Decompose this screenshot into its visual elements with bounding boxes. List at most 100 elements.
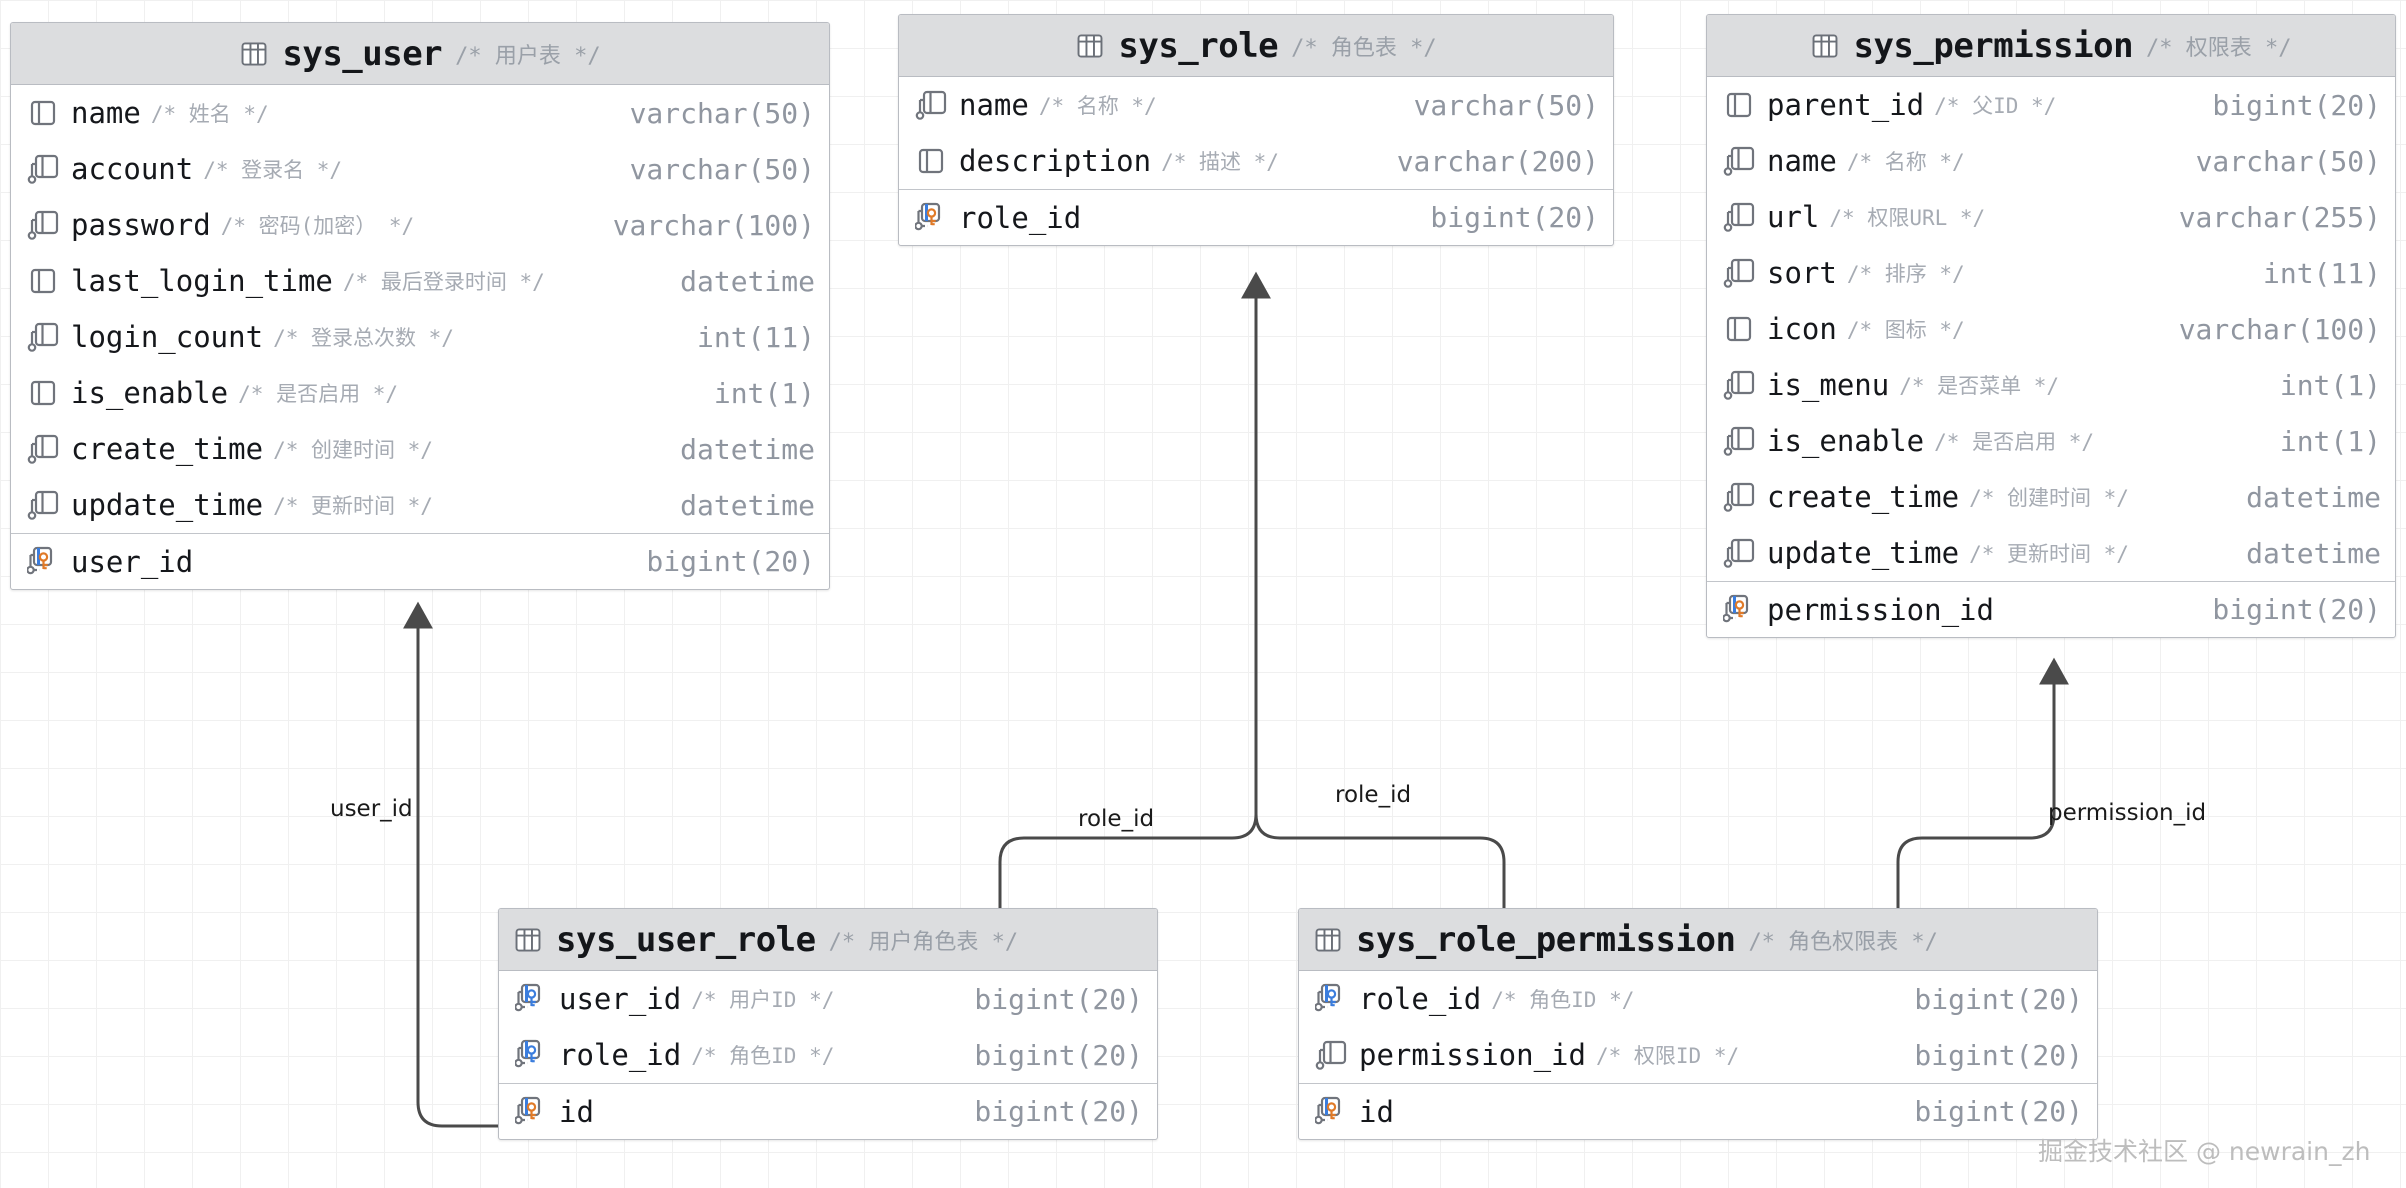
table-sys_role_permission[interactable]: sys_role_permission/* 角色权限表 */role_id/* … — [1298, 908, 2098, 1140]
table-header-sys_role_permission[interactable]: sys_role_permission/* 角色权限表 */ — [1299, 909, 2097, 971]
table-sys_permission[interactable]: sys_permission/* 权限表 */ parent_id /* 父ID *… — [1706, 14, 2396, 638]
foreign-key-icon — [515, 983, 541, 1012]
column-type: bigint(20) — [1914, 1038, 2083, 1072]
edge-label-edge-user-id: user_id — [330, 796, 413, 822]
table-title: sys_role — [1118, 25, 1279, 66]
column-index-icon — [1723, 370, 1755, 400]
column-comment: /* 更新时间 */ — [1969, 542, 2129, 566]
column-name: role_id — [1359, 982, 1482, 1016]
column-list: name/* 名称 */varchar(50)description/* 描述 … — [899, 77, 1613, 245]
column-row-login_count[interactable]: login_count/* 登录总次数 */int(11) — [11, 309, 829, 365]
column-name: is_menu — [1767, 368, 1890, 402]
column-type: bigint(20) — [2212, 88, 2381, 122]
column-icon — [30, 268, 56, 294]
column-row-is_enable[interactable]: is_enable/* 是否启用 */int(1) — [11, 365, 829, 421]
column-comment: /* 角色ID */ — [691, 1044, 835, 1068]
column-type: datetime — [680, 488, 815, 522]
table-header-sys_role[interactable]: sys_role/* 角色表 */ — [899, 15, 1613, 77]
column-row-role_id[interactable]: role_id/* 角色ID */bigint(20) — [499, 1027, 1157, 1083]
column-row-description[interactable]: description/* 描述 */varchar(200) — [899, 133, 1613, 189]
column-index-icon — [1723, 426, 1755, 456]
column-row-password[interactable]: password/* 密码(加密） */varchar(100) — [11, 197, 829, 253]
column-icon — [30, 100, 56, 126]
table-title: sys_user_role — [556, 919, 816, 960]
table-grid-icon — [1315, 927, 1341, 952]
column-row-create_time[interactable]: create_time/* 创建时间 */datetime — [1707, 469, 2395, 525]
column-name: icon — [1767, 312, 1837, 346]
edge-path-role-id-right — [1254, 813, 1506, 908]
column-name: permission_id — [1359, 1038, 1586, 1072]
edge-path-permission-id — [1896, 657, 2069, 908]
column-index-icon — [915, 90, 947, 120]
table-header-sys_permission[interactable]: sys_permission/* 权限表 */ — [1707, 15, 2395, 77]
column-name: id — [559, 1094, 594, 1129]
column-index-icon — [1315, 1040, 1347, 1070]
column-row-permission_id[interactable]: permission_id/* 权限ID */bigint(20) — [1299, 1027, 2097, 1083]
column-name: permission_id — [1767, 592, 1994, 627]
column-row-permission_id[interactable]: permission_id bigint(20) — [1707, 581, 2395, 637]
column-name: create_time — [1767, 480, 1960, 514]
column-type: int(11) — [696, 320, 815, 354]
primary-key-icon — [1723, 594, 1749, 622]
table-header-sys_user_role[interactable]: sys_user_role /* 用户角色表 */ — [499, 909, 1157, 971]
column-name: is_enable — [71, 376, 229, 410]
table-sys_role[interactable]: sys_role/* 角色表 */name/* 名称 */varchar(50)… — [898, 14, 1614, 246]
table-header-sys_user[interactable]: sys_user/* 用户表 */ — [11, 23, 829, 85]
column-comment: /* 登录总次数 */ — [273, 326, 454, 350]
column-comment: /* 是否启用 */ — [238, 382, 398, 406]
column-row-parent_id[interactable]: parent_id /* 父ID */ bigint(20) — [1707, 77, 2395, 133]
column-row-account[interactable]: account/* 登录名 */varchar(50) — [11, 141, 829, 197]
column-row-update_time[interactable]: update_time/* 更新时间 */datetime — [1707, 525, 2395, 581]
column-index-icon — [27, 490, 59, 520]
column-name: user_id — [71, 544, 194, 579]
column-index-icon — [1723, 258, 1755, 288]
edge-label-edge-permission-id: permission_id — [2048, 800, 2207, 826]
table-comment: /* 用户角色表 */ — [828, 929, 1019, 955]
column-type: varchar(255) — [2178, 200, 2381, 234]
column-name: description — [959, 144, 1152, 178]
column-comment: /* 密码(加密） */ — [220, 214, 415, 238]
column-row-user_id[interactable]: user_id/* 用户ID */bigint(20) — [499, 971, 1157, 1027]
primary-key-icon — [915, 202, 941, 230]
table-grid-icon — [1813, 33, 1838, 58]
column-index-icon — [27, 322, 59, 352]
column-type: varchar(200) — [1396, 144, 1599, 178]
column-comment: /* 父ID */ — [1934, 94, 2057, 118]
column-row-update_time[interactable]: update_time/* 更新时间 */datetime — [11, 477, 829, 533]
table-sys_user[interactable]: sys_user/* 用户表 */name/* 姓名 */varchar(50)… — [10, 22, 830, 590]
column-row-is_enable[interactable]: is_enable/* 是否启用 */int(1) — [1707, 413, 2395, 469]
column-row-create_time[interactable]: create_time/* 创建时间 */datetime — [11, 421, 829, 477]
table-sys_user_role[interactable]: sys_user_role /* 用户角色表 */ user_id/* 用户ID *… — [498, 908, 1158, 1140]
table-title: sys_permission — [1853, 25, 2134, 66]
column-row-sort[interactable]: sort/* 排序 */int(11) — [1707, 245, 2395, 301]
column-row-name[interactable]: name/* 姓名 */varchar(50) — [11, 85, 829, 141]
table-title: sys_role_permission — [1356, 919, 1736, 960]
column-icon — [1726, 92, 1752, 118]
column-row-role_id[interactable]: role_id bigint(20) — [899, 189, 1613, 245]
column-index-icon — [27, 210, 59, 240]
column-index-icon — [1723, 482, 1755, 512]
primary-key-icon — [27, 546, 53, 574]
column-comment: /* 是否菜单 */ — [1899, 374, 2060, 398]
column-name: parent_id — [1767, 88, 1925, 122]
column-type: varchar(50) — [629, 96, 815, 130]
primary-key-icon — [1315, 1096, 1341, 1124]
column-type: bigint(20) — [2212, 593, 2381, 626]
column-row-url[interactable]: url/* 权限URL */varchar(255) — [1707, 189, 2395, 245]
column-icon — [918, 148, 944, 174]
column-row-name[interactable]: name/* 名称 */varchar(50) — [899, 77, 1613, 133]
column-name: role_id — [959, 200, 1082, 235]
column-row-icon[interactable]: icon/* 图标 */varchar(100) — [1707, 301, 2395, 357]
table-title: sys_user — [282, 33, 443, 74]
column-type: bigint(20) — [1430, 201, 1599, 234]
column-row-name[interactable]: name/* 名称 */varchar(50) — [1707, 133, 2395, 189]
column-comment: /* 创建时间 */ — [273, 438, 433, 462]
column-row-last_login_time[interactable]: last_login_time/* 最后登录时间 */datetime — [11, 253, 829, 309]
column-row-is_menu[interactable]: is_menu/* 是否菜单 */int(1) — [1707, 357, 2395, 413]
column-row-role_id[interactable]: role_id/* 角色ID */bigint(20) — [1299, 971, 2097, 1027]
column-comment: /* 图标 */ — [1846, 318, 1965, 342]
column-list: user_id/* 用户ID */bigint(20)role_id/* 角色I… — [499, 971, 1157, 1139]
